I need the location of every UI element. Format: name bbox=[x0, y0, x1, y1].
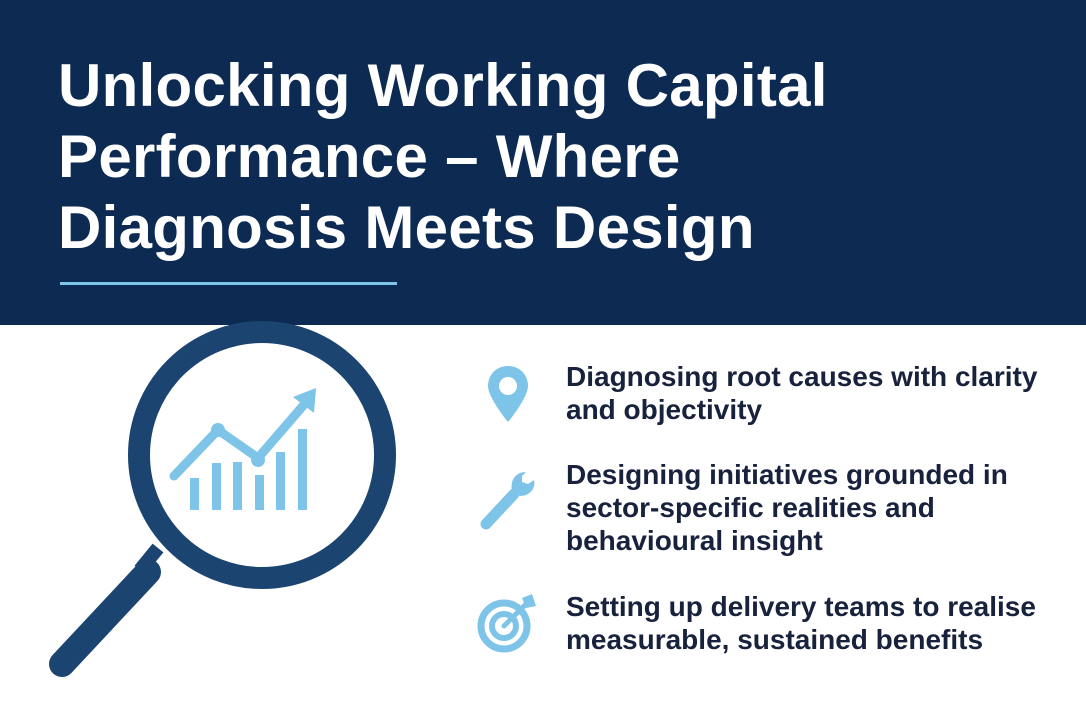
location-pin-icon bbox=[488, 366, 528, 422]
magnifier-with-growth-chart-icon bbox=[49, 321, 396, 677]
title-line-3: Diagnosis Meets Design bbox=[58, 194, 755, 261]
page-title: Unlocking Working Capital Performance – … bbox=[58, 50, 1058, 263]
bar-chart-icon bbox=[190, 429, 307, 510]
header-banner: Unlocking Working Capital Performance – … bbox=[0, 0, 1086, 325]
magnifier-handle bbox=[49, 543, 164, 677]
title-underline-divider bbox=[60, 282, 397, 285]
trend-arrow-icon bbox=[169, 388, 316, 481]
title-line-2: Performance – Where bbox=[58, 123, 681, 190]
target-icon bbox=[477, 594, 536, 653]
item-text: Setting up delivery teams to realise mea… bbox=[566, 591, 1036, 655]
item-text: Designing initiatives grounded in sector… bbox=[566, 459, 1008, 556]
wrench-icon bbox=[480, 472, 535, 530]
item-text: Diagnosing root causes with clarity and … bbox=[566, 361, 1038, 425]
title-line-1: Unlocking Working Capital bbox=[58, 52, 828, 119]
